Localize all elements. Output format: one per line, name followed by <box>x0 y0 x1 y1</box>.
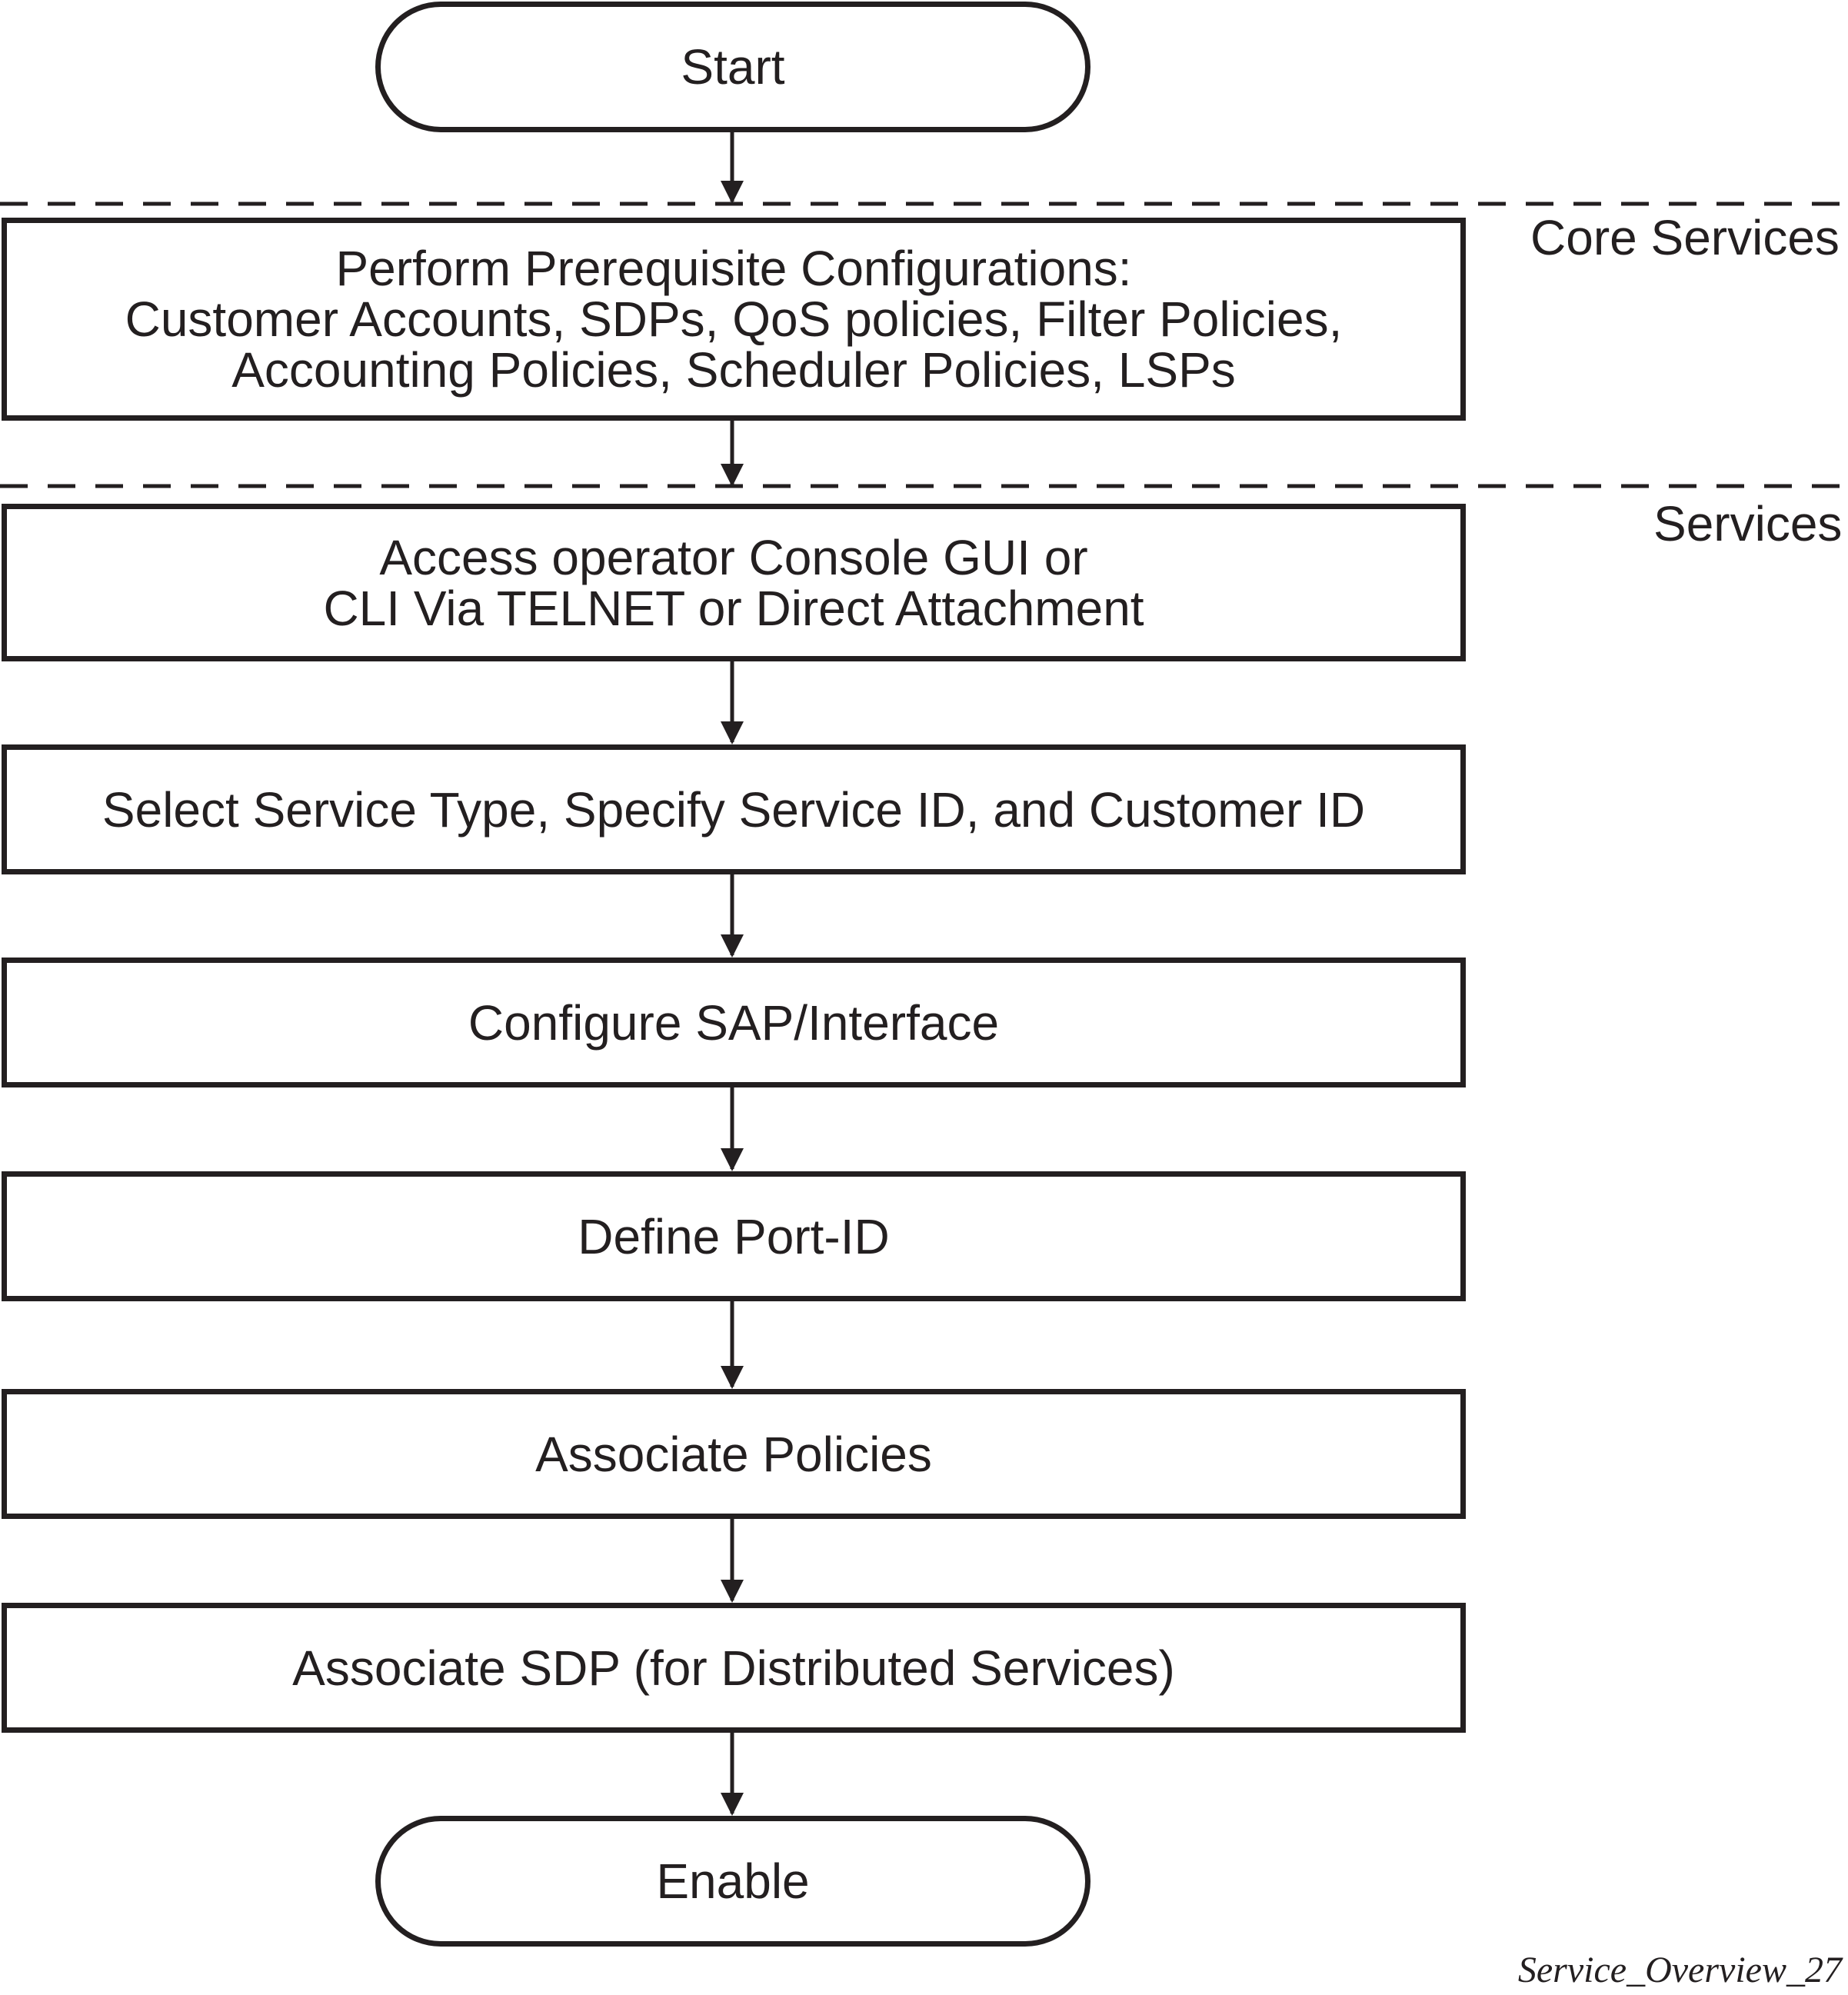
prerequisite-configurations-step: Perform Prerequisite Configurations: Cus… <box>2 218 1466 421</box>
configure-sap-step: Configure SAP/Interface <box>2 958 1466 1087</box>
associate-policies-step: Associate Policies <box>2 1389 1466 1519</box>
enable-label: Enable <box>656 1853 810 1909</box>
prerequisite-line-2: Customer Accounts, SDPs, QoS policies, F… <box>125 291 1343 347</box>
access-console-step: Access operator Console GUI or CLI Via T… <box>2 504 1466 661</box>
start-terminal: Start <box>375 2 1090 132</box>
select-service-step: Select Service Type, Specify Service ID,… <box>2 744 1466 874</box>
access-line-2: CLI Via TELNET or Direct Attachment <box>323 580 1144 636</box>
figure-id: Service_Overview_27 <box>1517 1950 1842 1990</box>
associate-sdp-label: Associate SDP (for Distributed Services) <box>292 1640 1175 1696</box>
section-label-core-services: Core Services <box>1530 210 1840 265</box>
access-line-1: Access operator Console GUI or <box>379 529 1088 585</box>
section-label-services: Services <box>1653 496 1843 551</box>
define-port-label: Define Port-ID <box>578 1208 890 1264</box>
associate-policies-label: Associate Policies <box>535 1426 932 1482</box>
prerequisite-line-1: Perform Prerequisite Configurations: <box>335 241 1132 296</box>
start-label: Start <box>681 39 785 95</box>
select-service-label: Select Service Type, Specify Service ID,… <box>102 781 1366 838</box>
prerequisite-line-3: Accounting Policies, Scheduler Policies,… <box>231 342 1236 398</box>
associate-sdp-step: Associate SDP (for Distributed Services) <box>2 1603 1466 1733</box>
configure-sap-label: Configure SAP/Interface <box>468 994 1000 1051</box>
enable-terminal: Enable <box>375 1816 1090 1947</box>
define-port-step: Define Port-ID <box>2 1171 1466 1301</box>
